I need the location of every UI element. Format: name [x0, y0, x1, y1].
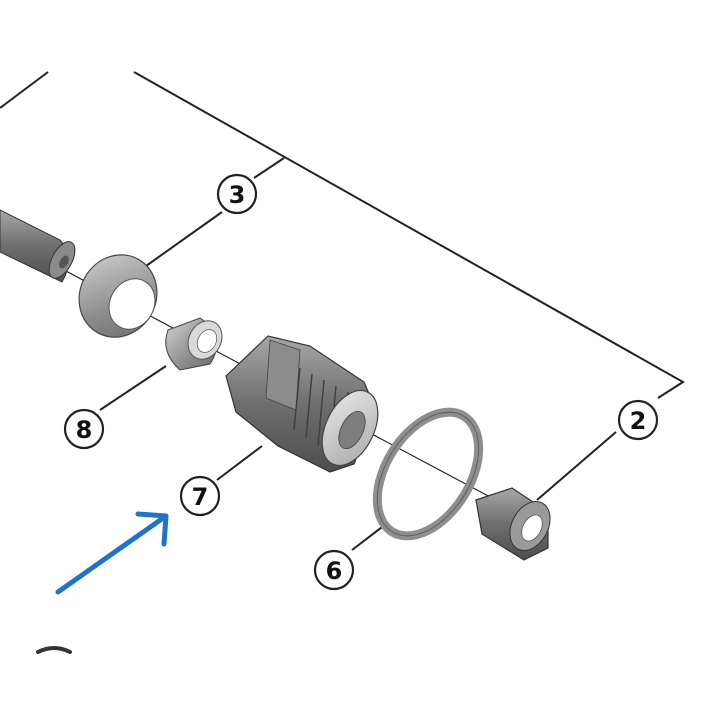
arrow-up-right-icon	[55, 511, 169, 595]
leader-2	[536, 431, 617, 501]
callout-2: 2	[617, 399, 659, 441]
callout-label-6: 6	[326, 557, 343, 585]
callout-6: 6	[313, 549, 355, 591]
leader-8	[99, 365, 167, 411]
seal-ring	[78, 254, 158, 338]
spacer-ring	[165, 317, 223, 371]
end-cap	[475, 487, 551, 561]
axle-end	[0, 209, 76, 283]
bracket-to-3	[253, 157, 285, 179]
callout-label-8: 8	[76, 416, 93, 444]
leader-6	[351, 523, 387, 551]
bracket-main	[133, 71, 685, 399]
callout-label-2: 2	[630, 407, 647, 435]
freehub-body	[225, 335, 379, 473]
callout-label-7: 7	[192, 483, 209, 511]
callout-label-3: 3	[229, 181, 246, 209]
callout-3: 3	[216, 173, 258, 215]
partial-shape-bottom	[36, 646, 72, 654]
bracket-top-left	[0, 71, 49, 109]
callout-8: 8	[63, 408, 105, 450]
leader-7	[216, 445, 263, 481]
o-ring	[372, 407, 484, 541]
leader-3	[145, 211, 223, 267]
callout-7: 7	[179, 475, 221, 517]
